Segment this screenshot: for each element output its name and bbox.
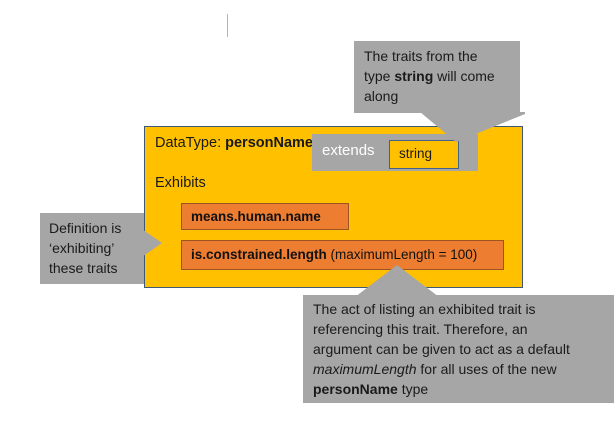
callout-top-line1: The traits from the [364,48,478,64]
extends-label: extends [322,142,375,159]
callout-bottom-line4-italic: maximumLength [313,360,417,377]
callout-left-line1: Definition is [49,220,122,236]
callout-bottom-text: The act of listing an exhibited trait is… [313,300,605,399]
callout-top-line2-pre: type [364,67,395,84]
callout-left: Definition is ‘exhibiting’ these traits [40,213,144,284]
exhibits-label: Exhibits [155,175,206,191]
callout-top-line3: along [364,87,399,104]
callout-top-tail-icon [420,112,525,142]
datatype-title: DataType: personName [155,135,313,151]
trait-text: means.human.name [191,209,321,224]
callout-bottom: The act of listing an exhibited trait is… [303,295,614,403]
callout-left-line2: ‘exhibiting’ [49,239,115,256]
callout-top: The traits from the type string will com… [354,41,520,113]
trait-row[interactable]: is.constrained.length (maximumLength = 1… [181,240,504,270]
trait-name: means.human.name [191,209,321,224]
callout-top-line2-post: will come [433,67,495,84]
callout-bottom-line5-post: type [397,380,429,397]
trait-arguments: (maximumLength = 100) [326,247,478,262]
callout-bottom-tail-icon [355,265,439,297]
datatype-title-prefix: DataType: [155,135,226,151]
callout-top-text: The traits from the type string will com… [364,47,514,107]
callout-bottom-line1: The act of listing an exhibited trait is [313,301,536,317]
callout-top-line2-bold: string [394,67,434,84]
callout-bottom-line5-bold: personName [313,380,398,397]
callout-left-text: Definition is ‘exhibiting’ these traits [49,219,144,279]
base-type-box-string[interactable]: string [389,140,459,169]
callout-bottom-line2: referencing this trait. Therefore, an [313,320,528,337]
callout-bottom-line4-post: for all uses of the new [416,360,557,377]
stray-tick-mark [227,14,228,37]
base-type-label: string [399,146,433,161]
trait-row[interactable]: means.human.name [181,203,349,230]
trait-text: is.constrained.length (maximumLength = 1… [191,247,477,262]
trait-name: is.constrained.length [191,247,327,262]
callout-left-line3: these traits [49,259,118,276]
callout-bottom-line3: argument can be given to act as a defaul… [313,340,570,357]
datatype-title-name: personName [225,135,313,151]
